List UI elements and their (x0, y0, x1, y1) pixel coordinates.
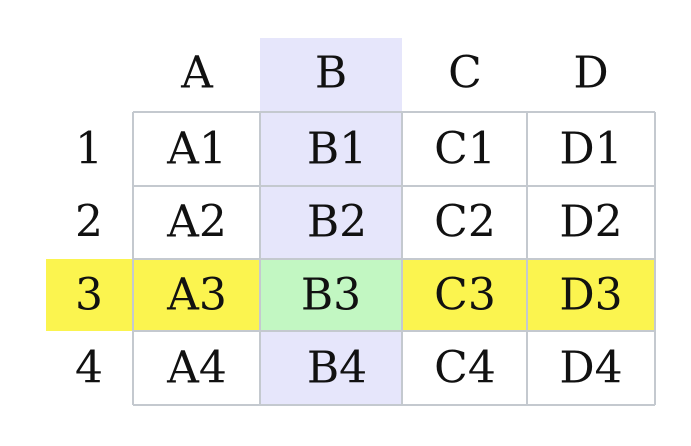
cell-a1: A1 (166, 124, 227, 175)
cell-a3: A3 (166, 270, 227, 321)
cell-b2: B2 (307, 197, 367, 248)
cell-d4: D4 (559, 343, 622, 394)
column-header-d: D (573, 48, 608, 99)
row-header-2: 2 (75, 197, 103, 248)
cell-c4: C4 (434, 343, 496, 394)
cell-d1: D1 (559, 124, 622, 175)
cell-a2: A2 (166, 197, 227, 248)
highlighted-column-band (260, 38, 402, 406)
grid-lines (132, 111, 656, 406)
column-header-b: B (315, 48, 347, 99)
row-header-3: 3 (75, 270, 103, 321)
column-header-c: C (448, 48, 482, 99)
highlighted-intersection-cell (260, 259, 402, 331)
cell-b4: B4 (307, 343, 367, 394)
cell-b1: B1 (307, 124, 367, 175)
row-header-4: 4 (75, 343, 103, 394)
cell-a4: A4 (166, 343, 227, 394)
cell-b3: B3 (301, 270, 361, 321)
row-header-1: 1 (75, 124, 103, 175)
cell-d2: D2 (559, 197, 622, 248)
cell-c3: C3 (434, 270, 496, 321)
column-header-a: A (180, 48, 214, 99)
cell-d3: D3 (559, 270, 622, 321)
cell-c2: C2 (434, 197, 496, 248)
cell-c1: C1 (434, 124, 496, 175)
